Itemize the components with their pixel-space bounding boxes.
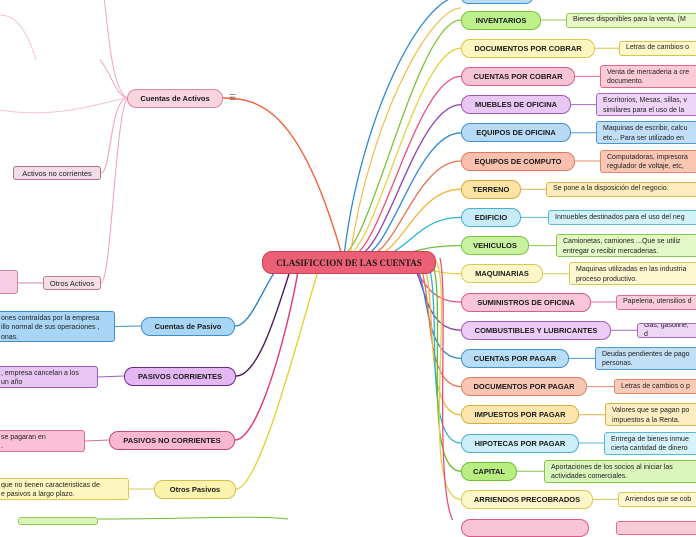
node-maquinarias[interactable]: MAQUINARIAS <box>461 264 543 284</box>
connector-line <box>0 14 37 61</box>
node-combustibles-y-lubricantes[interactable]: COMBUSTIBLES Y LUBRICANTES <box>461 320 611 340</box>
node-equipos-de-oficina[interactable]: EQUIPOS DE OFICINA <box>461 123 571 143</box>
note-vehiculos: Camionetas, camiones ...Que se utiliz en… <box>556 234 696 258</box>
note-muebles-de-oficina: Escritorios, Mesas, sillas, v similares … <box>596 93 696 117</box>
left-note-3: se pagaran en . <box>0 430 85 452</box>
note-maquinarias: Maquinas utilizadas en las industria pro… <box>569 262 696 286</box>
node-partial[interactable] <box>461 518 589 537</box>
connector-line <box>366 160 462 257</box>
node-documentos-por-cobrar[interactable]: DOCUMENTOS POR COBRAR <box>461 38 595 58</box>
connector-line <box>349 7 462 257</box>
connector-line <box>0 97 128 114</box>
connector-line <box>100 97 128 284</box>
branch-otros-pasivos[interactable]: Otros Pasivos <box>154 479 236 499</box>
note-cuentas-por-cobrar: Venta de mercaderia a cre documento. <box>600 64 696 88</box>
node-terreno[interactable]: TERRENO <box>461 179 521 199</box>
connector-line <box>100 97 128 174</box>
left-note-4: que no tienen caracteristicas de e pasiv… <box>0 478 129 500</box>
branch-pasivos-no-corrientes[interactable]: PASIVOS NO CORRIENTES <box>109 430 235 450</box>
connector-line <box>234 270 299 441</box>
branch-pasivos-corrientes[interactable]: PASIVOS CORRIENTES <box>124 366 236 386</box>
note-documentos-por-cobrar: Letras de cambios o <box>619 40 696 56</box>
connector-line <box>84 439 110 442</box>
connector-line <box>234 269 277 327</box>
connector-line <box>222 97 342 253</box>
branch-activos-no-corrientes[interactable]: Activos no corrientes <box>13 166 101 180</box>
branch-cuentas-de-activos[interactable]: Cuentas de Activos <box>127 88 223 108</box>
node-cuentas-por-pagar[interactable]: CUENTAS POR PAGAR <box>461 348 569 368</box>
node-equipos-de-computo[interactable]: EQUIPOS DE COMPUTO <box>461 151 575 171</box>
branch-cuentas-de-pasivo[interactable]: Cuentas de Pasivo <box>141 316 235 336</box>
node-edificio[interactable]: EDIFICIO <box>461 207 521 227</box>
menu-icon[interactable]: ☰ <box>229 93 237 102</box>
note-edificio: Inmuebles destinados para el uso del neg <box>548 209 696 225</box>
node-muebles-de-oficina[interactable]: MUEBLES DE OFICINA <box>461 95 571 115</box>
note-equipos-de-computo: Computadoras, impresora regulador de vol… <box>600 149 696 173</box>
connector-line <box>235 270 291 377</box>
connector-line <box>355 103 462 257</box>
connector-lines <box>0 0 637 520</box>
node-hipotecas-por-pagar[interactable]: HIPOTECAS POR PAGAR <box>461 433 579 453</box>
node-inventarios[interactable]: INVENTARIOS <box>461 10 541 30</box>
note-cuentas-por-pagar: Deudas pendientes de pago personas. <box>595 346 696 370</box>
note-documentos-por-pagar: Letras de cambios o p <box>614 379 696 395</box>
node-arriendos-precobrados[interactable]: ARRIENDOS PRECOBRADOS <box>461 489 593 509</box>
left-note-2: , empresa cancelan a los un año <box>0 366 98 388</box>
connector-line <box>339 19 462 257</box>
central-topic[interactable]: CLASIFICCION DE LAS CUENTAS <box>262 251 436 274</box>
connector-line <box>345 47 462 257</box>
node-cuentas-por-cobrar[interactable]: CUENTAS POR COBRAR <box>461 66 575 86</box>
left-note-1: ones contraídas por la empresa illo norm… <box>0 311 115 342</box>
note-suministros-de-oficina: Papeleria, utensilios d <box>616 294 696 310</box>
connector-line <box>103 0 128 99</box>
left-note-partial-bottom <box>18 517 98 525</box>
node-documentos-por-pagar[interactable]: DOCUMENTOS POR PAGAR <box>461 377 587 397</box>
note-hipotecas-por-pagar: Entrega de bienes inmue cierta cantidad … <box>604 431 696 455</box>
note-equipos-de-oficina: Maquinas de escribir, calcu etc... Para … <box>596 121 696 145</box>
connector-line <box>439 257 454 520</box>
connector-line <box>97 516 289 520</box>
note-terreno: Se pone a la disposición del negocio. <box>546 181 696 197</box>
connector-line <box>350 75 462 257</box>
connector-line <box>97 375 125 378</box>
note-inventarios: Bienes disponibles para la venta, (M <box>566 12 696 28</box>
connector-line <box>235 270 319 490</box>
connector-line <box>361 132 462 257</box>
connector-line <box>429 255 462 501</box>
note-partial <box>616 520 696 535</box>
connector-line <box>114 325 142 327</box>
note-combustibles-y-lubricantes: Gas, gasoline, d <box>637 322 696 338</box>
node-capital[interactable]: CAPITAL <box>461 461 517 481</box>
note-arriendos-precobrados: Arriendos que se cob <box>618 491 696 507</box>
connector-line <box>99 59 128 99</box>
branch-otros-activos[interactable]: Otros Activos <box>43 276 101 290</box>
note-impuestos-por-pagar: Valores que se pagan po impuestos a la R… <box>605 403 696 427</box>
node-impuestos-por-pagar[interactable]: IMPUESTOS POR PAGAR <box>461 405 579 425</box>
note-capital: Aportaciones de los socios al iniciar la… <box>544 459 696 483</box>
node-suministros-de-oficina[interactable]: SUMINISTROS DE OFICINA <box>461 292 591 312</box>
connector-line <box>343 0 450 257</box>
node-partial-top[interactable] <box>461 0 533 4</box>
left-note-partial <box>0 270 18 294</box>
node-vehiculos[interactable]: VEHICULOS <box>461 236 529 256</box>
